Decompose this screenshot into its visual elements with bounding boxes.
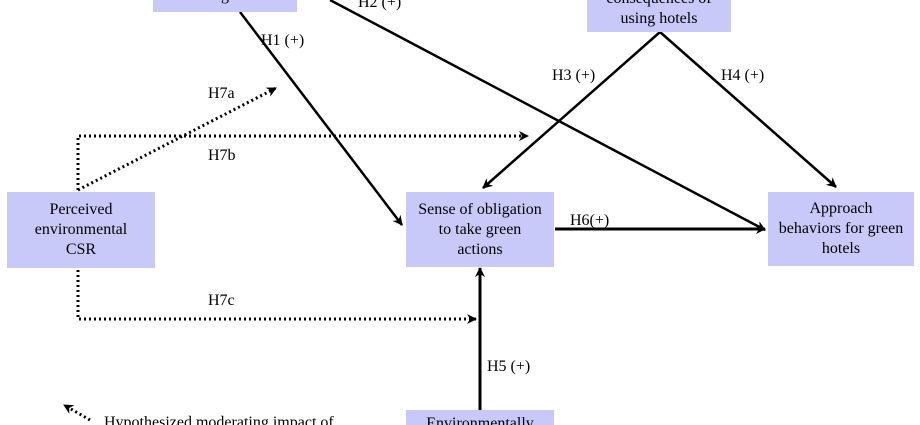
edge-h7b: [76, 131, 529, 190]
edge-h7c: [76, 270, 477, 324]
node-consequences: consequences of using hotels: [587, 0, 731, 32]
node-environmentally: Environmentally: [406, 410, 554, 425]
label-h7a: H7a: [208, 85, 235, 102]
label-h1: H1 (+): [261, 32, 305, 49]
label-h7b: H7b: [208, 147, 236, 164]
edge-h3: [482, 31, 661, 189]
node-top-left: g: [153, 0, 297, 12]
edge-h1: [239, 11, 403, 226]
node-perceived-csr: Perceived environmental CSR: [7, 192, 155, 268]
node-approach-behaviors: Approach behaviors for green hotels: [768, 192, 914, 266]
edge-h7a: [77, 86, 277, 192]
edge-h2: [329, 0, 766, 232]
label-h4: H4 (+): [721, 67, 765, 84]
node-sense-of-obligation: Sense of obligation to take green action…: [406, 192, 554, 267]
label-h7c: H7c: [208, 292, 235, 309]
label-h2: H2 (+): [358, 0, 402, 11]
label-h5: H5 (+): [487, 358, 531, 375]
edge-h4: [659, 31, 837, 188]
legend-dotted-arrow: [63, 403, 91, 422]
label-h3: H3 (+): [552, 67, 596, 84]
label-h6: H6(+): [570, 212, 610, 229]
legend-label: Hypothesized moderating impact of: [104, 414, 334, 425]
